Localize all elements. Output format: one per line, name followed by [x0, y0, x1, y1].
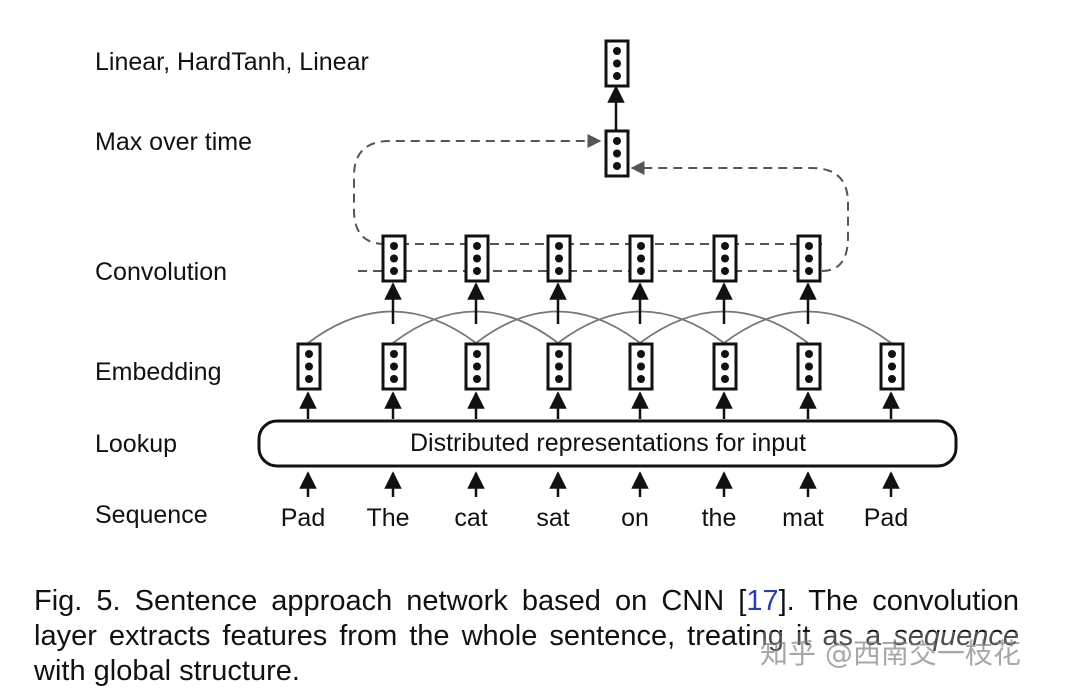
caption-emphasis: sequence: [893, 620, 1019, 652]
lookup-box-label: Distributed representations for input: [410, 429, 806, 457]
caption-suffix: with global structure.: [34, 655, 300, 687]
caption-middle: ]. The convolution layer extracts featur…: [34, 585, 1020, 652]
token-column: the: [702, 234, 738, 532]
convolution-vector: [628, 234, 654, 283]
figure-caption: Fig. 5. Sentence approach network based …: [34, 584, 1019, 689]
token-column: mat: [782, 234, 824, 532]
token-column: sat: [536, 234, 572, 532]
label-lookup: Lookup: [95, 430, 177, 458]
token-word: on: [621, 504, 649, 532]
convolution-vector: [464, 234, 490, 283]
token-word: Pad: [281, 504, 325, 532]
convolution-vector: [546, 234, 572, 283]
token-word: mat: [782, 504, 824, 532]
label-linear-hardtanh-linear: Linear, HardTanh, Linear: [95, 48, 369, 76]
convolution-vector: [381, 234, 407, 283]
embedding-vector: [296, 342, 322, 391]
token-word: sat: [536, 504, 569, 532]
label-max-over-time: Max over time: [95, 128, 252, 156]
embedding-vector: [546, 342, 572, 391]
embedding-vector: [628, 342, 654, 391]
token-word: Pad: [864, 504, 908, 532]
max-over-time-connections: [353, 134, 849, 272]
embedding-vector: [879, 342, 905, 391]
token-column: cat: [454, 234, 490, 532]
caption-reference-link[interactable]: 17: [746, 585, 779, 617]
convolution-vector: [712, 234, 738, 283]
convolution-vector: [796, 234, 822, 283]
output-vector: [604, 39, 630, 88]
dashed-arrow-right-to-max: [630, 161, 849, 272]
zhihu-watermark: 知乎 @西南交一枝花: [760, 632, 1021, 672]
token-word: The: [366, 504, 409, 532]
token-column: The: [366, 234, 410, 532]
token-word: cat: [454, 504, 487, 532]
embedding-vector: [381, 342, 407, 391]
dashed-arrow-left-to-max: [353, 134, 602, 245]
embedding-vector: [712, 342, 738, 391]
cnn-sentence-diagram: Linear, HardTanh, Linear Max over time C…: [95, 39, 958, 532]
token-word: the: [702, 504, 737, 532]
embedding-vector: [796, 342, 822, 391]
token-column: Pad: [864, 342, 908, 532]
caption-prefix: Fig. 5. Sentence approach network based …: [34, 585, 747, 617]
max-over-time-vector: [604, 129, 630, 178]
convolution-window-arcs: [307, 310, 892, 344]
token-column: on: [621, 234, 654, 532]
label-embedding: Embedding: [95, 358, 221, 386]
label-convolution: Convolution: [95, 258, 227, 286]
token-column: Pad: [281, 342, 325, 532]
lookup-box: [257, 419, 958, 468]
label-sequence: Sequence: [95, 501, 208, 529]
token-columns: Pad The cat sat on the mat Pad: [281, 234, 908, 532]
embedding-vector: [464, 342, 490, 391]
